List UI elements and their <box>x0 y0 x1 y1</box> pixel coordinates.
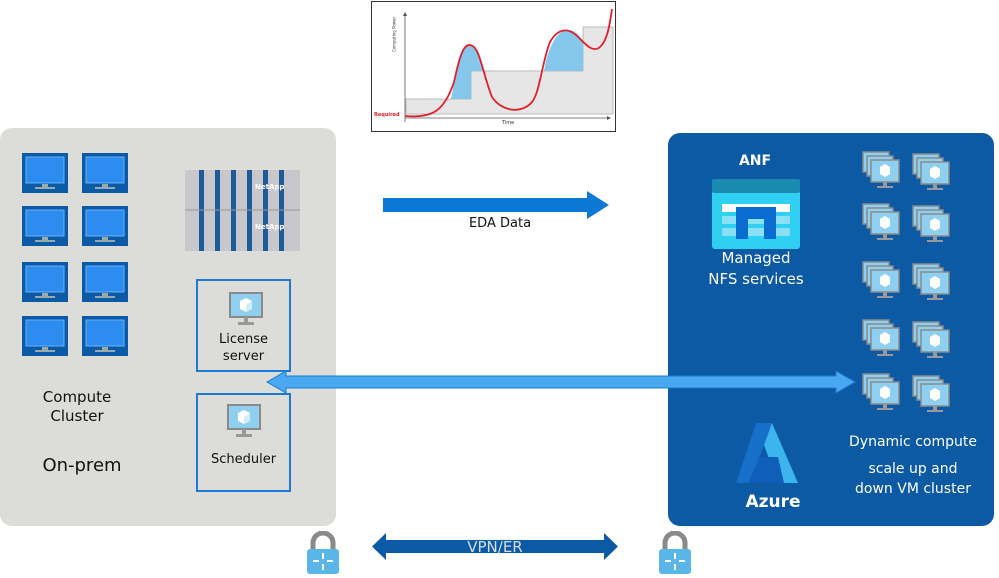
eda-data-label: EDA Data <box>468 216 532 231</box>
compute-node-monitor-icon <box>22 316 68 360</box>
azure-logo <box>734 421 800 489</box>
compute-node-monitor-icon <box>82 153 128 197</box>
dynamic-compute-label: Dynamic compute <box>849 434 977 450</box>
vm-icon <box>226 403 262 445</box>
anf-label: ANF <box>738 153 772 169</box>
scale-label: scale up and down VM cluster <box>855 461 971 497</box>
vm-cluster-icon <box>862 261 906 305</box>
y-axis-label: Computing Power <box>391 16 397 53</box>
vm-cluster-icon <box>912 153 956 197</box>
compute-node-monitor-icon <box>22 262 68 306</box>
license-server-label: License server <box>218 332 268 364</box>
azure-panel: ANF Managed NFS services Azure Dynamic c… <box>668 133 994 526</box>
vm-cluster-icon <box>862 151 906 195</box>
netapp-storage: NetApp NetApp <box>185 170 300 251</box>
vm-cluster-icon <box>862 319 906 363</box>
vpn-gateway-lock-icon <box>305 530 341 578</box>
shortfall-area-2 <box>544 30 583 71</box>
hybrid-connection-arrow <box>266 370 856 398</box>
vpn-gateway-lock-icon <box>657 530 693 578</box>
compute-node-monitor-icon <box>82 262 128 306</box>
x-axis-label: Time <box>502 120 515 126</box>
vm-cluster-icon <box>912 375 956 419</box>
managed-nfs-label: Managed NFS services <box>708 249 804 288</box>
scheduler-box: Scheduler <box>196 393 291 492</box>
eda-data-arrow <box>383 191 609 223</box>
vpn-label: VPN/ER <box>467 538 523 556</box>
vm-cluster-icon <box>912 205 956 249</box>
vm-cluster-icon <box>862 373 906 417</box>
compute-demand-chart: Computing Power Time Required <box>371 1 616 132</box>
vm-cluster-icon <box>912 263 956 307</box>
demand-curve <box>404 8 613 118</box>
scheduler-label: Scheduler <box>210 452 277 467</box>
onprem-panel: NetApp NetApp License server Scheduler C… <box>0 128 336 526</box>
compute-node-monitor-icon <box>22 206 68 250</box>
onprem-label: On-prem <box>42 455 122 476</box>
compute-node-monitor-icon <box>82 316 128 360</box>
license-server-box: License server <box>196 279 291 372</box>
anf-icon <box>712 179 800 253</box>
vm-cluster-icon <box>912 321 956 365</box>
vm-cluster-icon <box>862 203 906 247</box>
vm-icon <box>228 291 264 333</box>
required-label: Required <box>374 112 400 118</box>
netapp-logo: NetApp <box>255 223 285 231</box>
compute-node-monitor-icon <box>82 206 128 250</box>
azure-label: Azure <box>745 492 801 512</box>
compute-node-monitor-icon <box>22 153 68 197</box>
vpn-arrow <box>372 533 618 564</box>
compute-cluster-label: Compute Cluster <box>42 388 112 425</box>
shortfall-area-1 <box>451 44 484 99</box>
netapp-logo: NetApp <box>255 183 285 191</box>
